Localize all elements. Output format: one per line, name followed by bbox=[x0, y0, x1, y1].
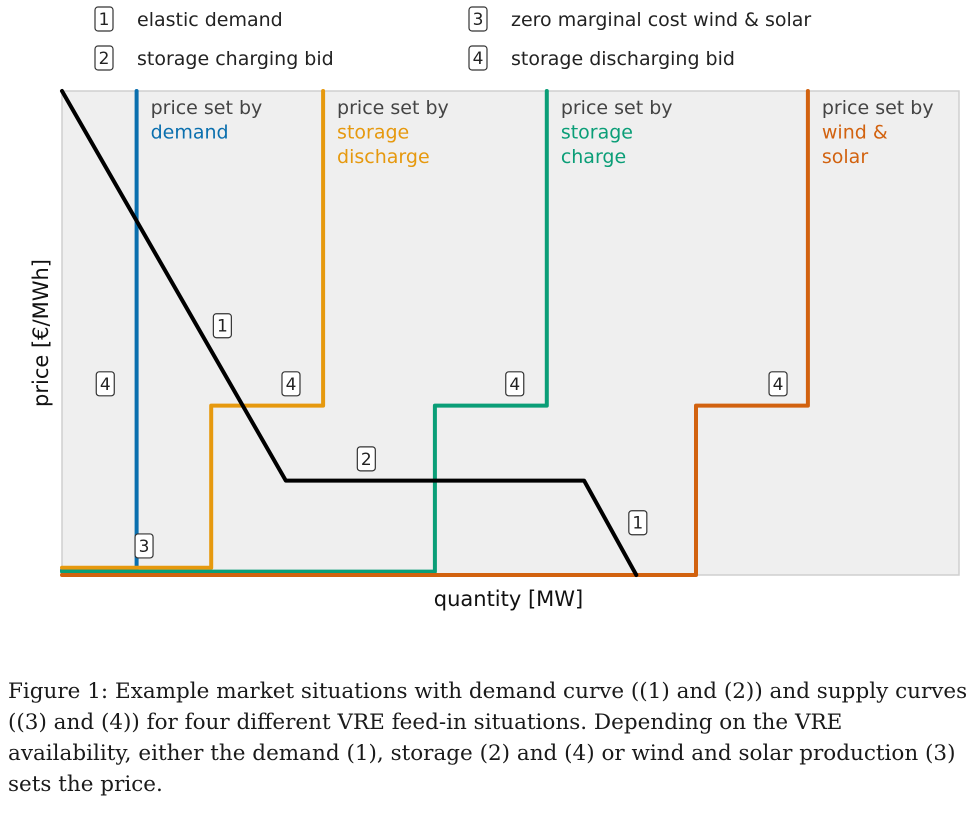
legend-badge-number: 4 bbox=[473, 49, 484, 69]
curve-marker-box bbox=[95, 371, 115, 397]
curve-marker-box bbox=[212, 313, 232, 339]
series-line-supply-c bbox=[60, 89, 549, 574]
curve-marker: 4 bbox=[95, 371, 115, 397]
region-label-line: charge bbox=[561, 146, 626, 168]
curve-marker: 2 bbox=[356, 446, 376, 472]
series-line-supply-b bbox=[60, 89, 326, 570]
series-lines bbox=[60, 89, 810, 577]
legend-badge-number: 2 bbox=[99, 49, 110, 69]
region-label-line: price set by bbox=[561, 97, 673, 119]
x-axis-label: quantity [MW] bbox=[434, 587, 584, 611]
curve-marker-number: 4 bbox=[286, 375, 297, 395]
series-line-demand bbox=[60, 89, 639, 577]
legend-item-2: 2 storage charging bid bbox=[94, 45, 334, 71]
curve-marker-box bbox=[281, 371, 301, 397]
legend-label: storage charging bid bbox=[137, 48, 334, 70]
legend-badge-number: 3 bbox=[473, 10, 484, 30]
market-chart: 1 elastic demand 2 storage charging bid 3 zer… bbox=[29, 6, 960, 611]
curve-marker-number: 4 bbox=[773, 375, 784, 395]
curve-marker-number: 2 bbox=[361, 450, 372, 470]
legend-label: zero marginal cost wind & solar bbox=[511, 9, 811, 31]
region-label-line: price set by bbox=[822, 97, 934, 119]
legend-badge bbox=[94, 6, 114, 32]
legend-badge-number: 1 bbox=[99, 10, 110, 30]
curve-marker-number: 1 bbox=[217, 317, 228, 337]
legend-label: elastic demand bbox=[137, 9, 283, 31]
curve-marker: 1 bbox=[628, 510, 648, 536]
region-label: price set by demand bbox=[151, 97, 263, 144]
curve-marker: 4 bbox=[281, 371, 301, 397]
region-label-line: price set by bbox=[337, 97, 449, 119]
region-label-line: storage bbox=[337, 122, 409, 144]
y-axis-label: price [€/MWh] bbox=[29, 259, 53, 407]
curve-marker-box bbox=[134, 533, 154, 559]
curve-marker-box bbox=[768, 371, 788, 397]
curve-marker: 1 bbox=[212, 313, 232, 339]
figure-caption: Figure 1: Example market situations with… bbox=[8, 679, 968, 797]
legend-badge bbox=[468, 45, 488, 71]
region-label: price set by wind &solar bbox=[822, 97, 934, 168]
curve-marker-number: 1 bbox=[632, 514, 643, 534]
legend-item-3: 3 zero marginal cost wind & solar bbox=[468, 6, 811, 32]
region-label-line: discharge bbox=[337, 146, 430, 168]
legend-item-4: 4 storage discharging bid bbox=[468, 45, 735, 71]
curve-marker-box bbox=[356, 446, 376, 472]
curve-marker: 4 bbox=[505, 371, 525, 397]
region-label-line: storage bbox=[561, 122, 633, 144]
curve-marker-number: 4 bbox=[509, 375, 520, 395]
region-label-line: solar bbox=[822, 146, 868, 168]
legend-label: storage discharging bid bbox=[511, 48, 735, 70]
curve-marker-box bbox=[505, 371, 525, 397]
curve-marker-number: 4 bbox=[100, 375, 111, 395]
series-line-supply-d bbox=[60, 89, 810, 577]
legend-item-1: 1 elastic demand bbox=[94, 6, 283, 32]
legend-badge bbox=[468, 6, 488, 32]
region-label-line: wind & bbox=[822, 122, 888, 144]
chart-legend: 1 elastic demand 2 storage charging bid 3 zer… bbox=[94, 6, 811, 71]
region-label-line: price set by bbox=[151, 97, 263, 119]
curve-marker-box bbox=[628, 510, 648, 536]
curve-marker-number: 3 bbox=[139, 537, 150, 557]
curve-markers: 1 1 2 3 4 4 4 4 bbox=[95, 313, 788, 559]
legend-badge bbox=[94, 45, 114, 71]
region-label-line: demand bbox=[151, 122, 229, 144]
curve-marker: 3 bbox=[134, 533, 154, 559]
curve-marker: 4 bbox=[768, 371, 788, 397]
